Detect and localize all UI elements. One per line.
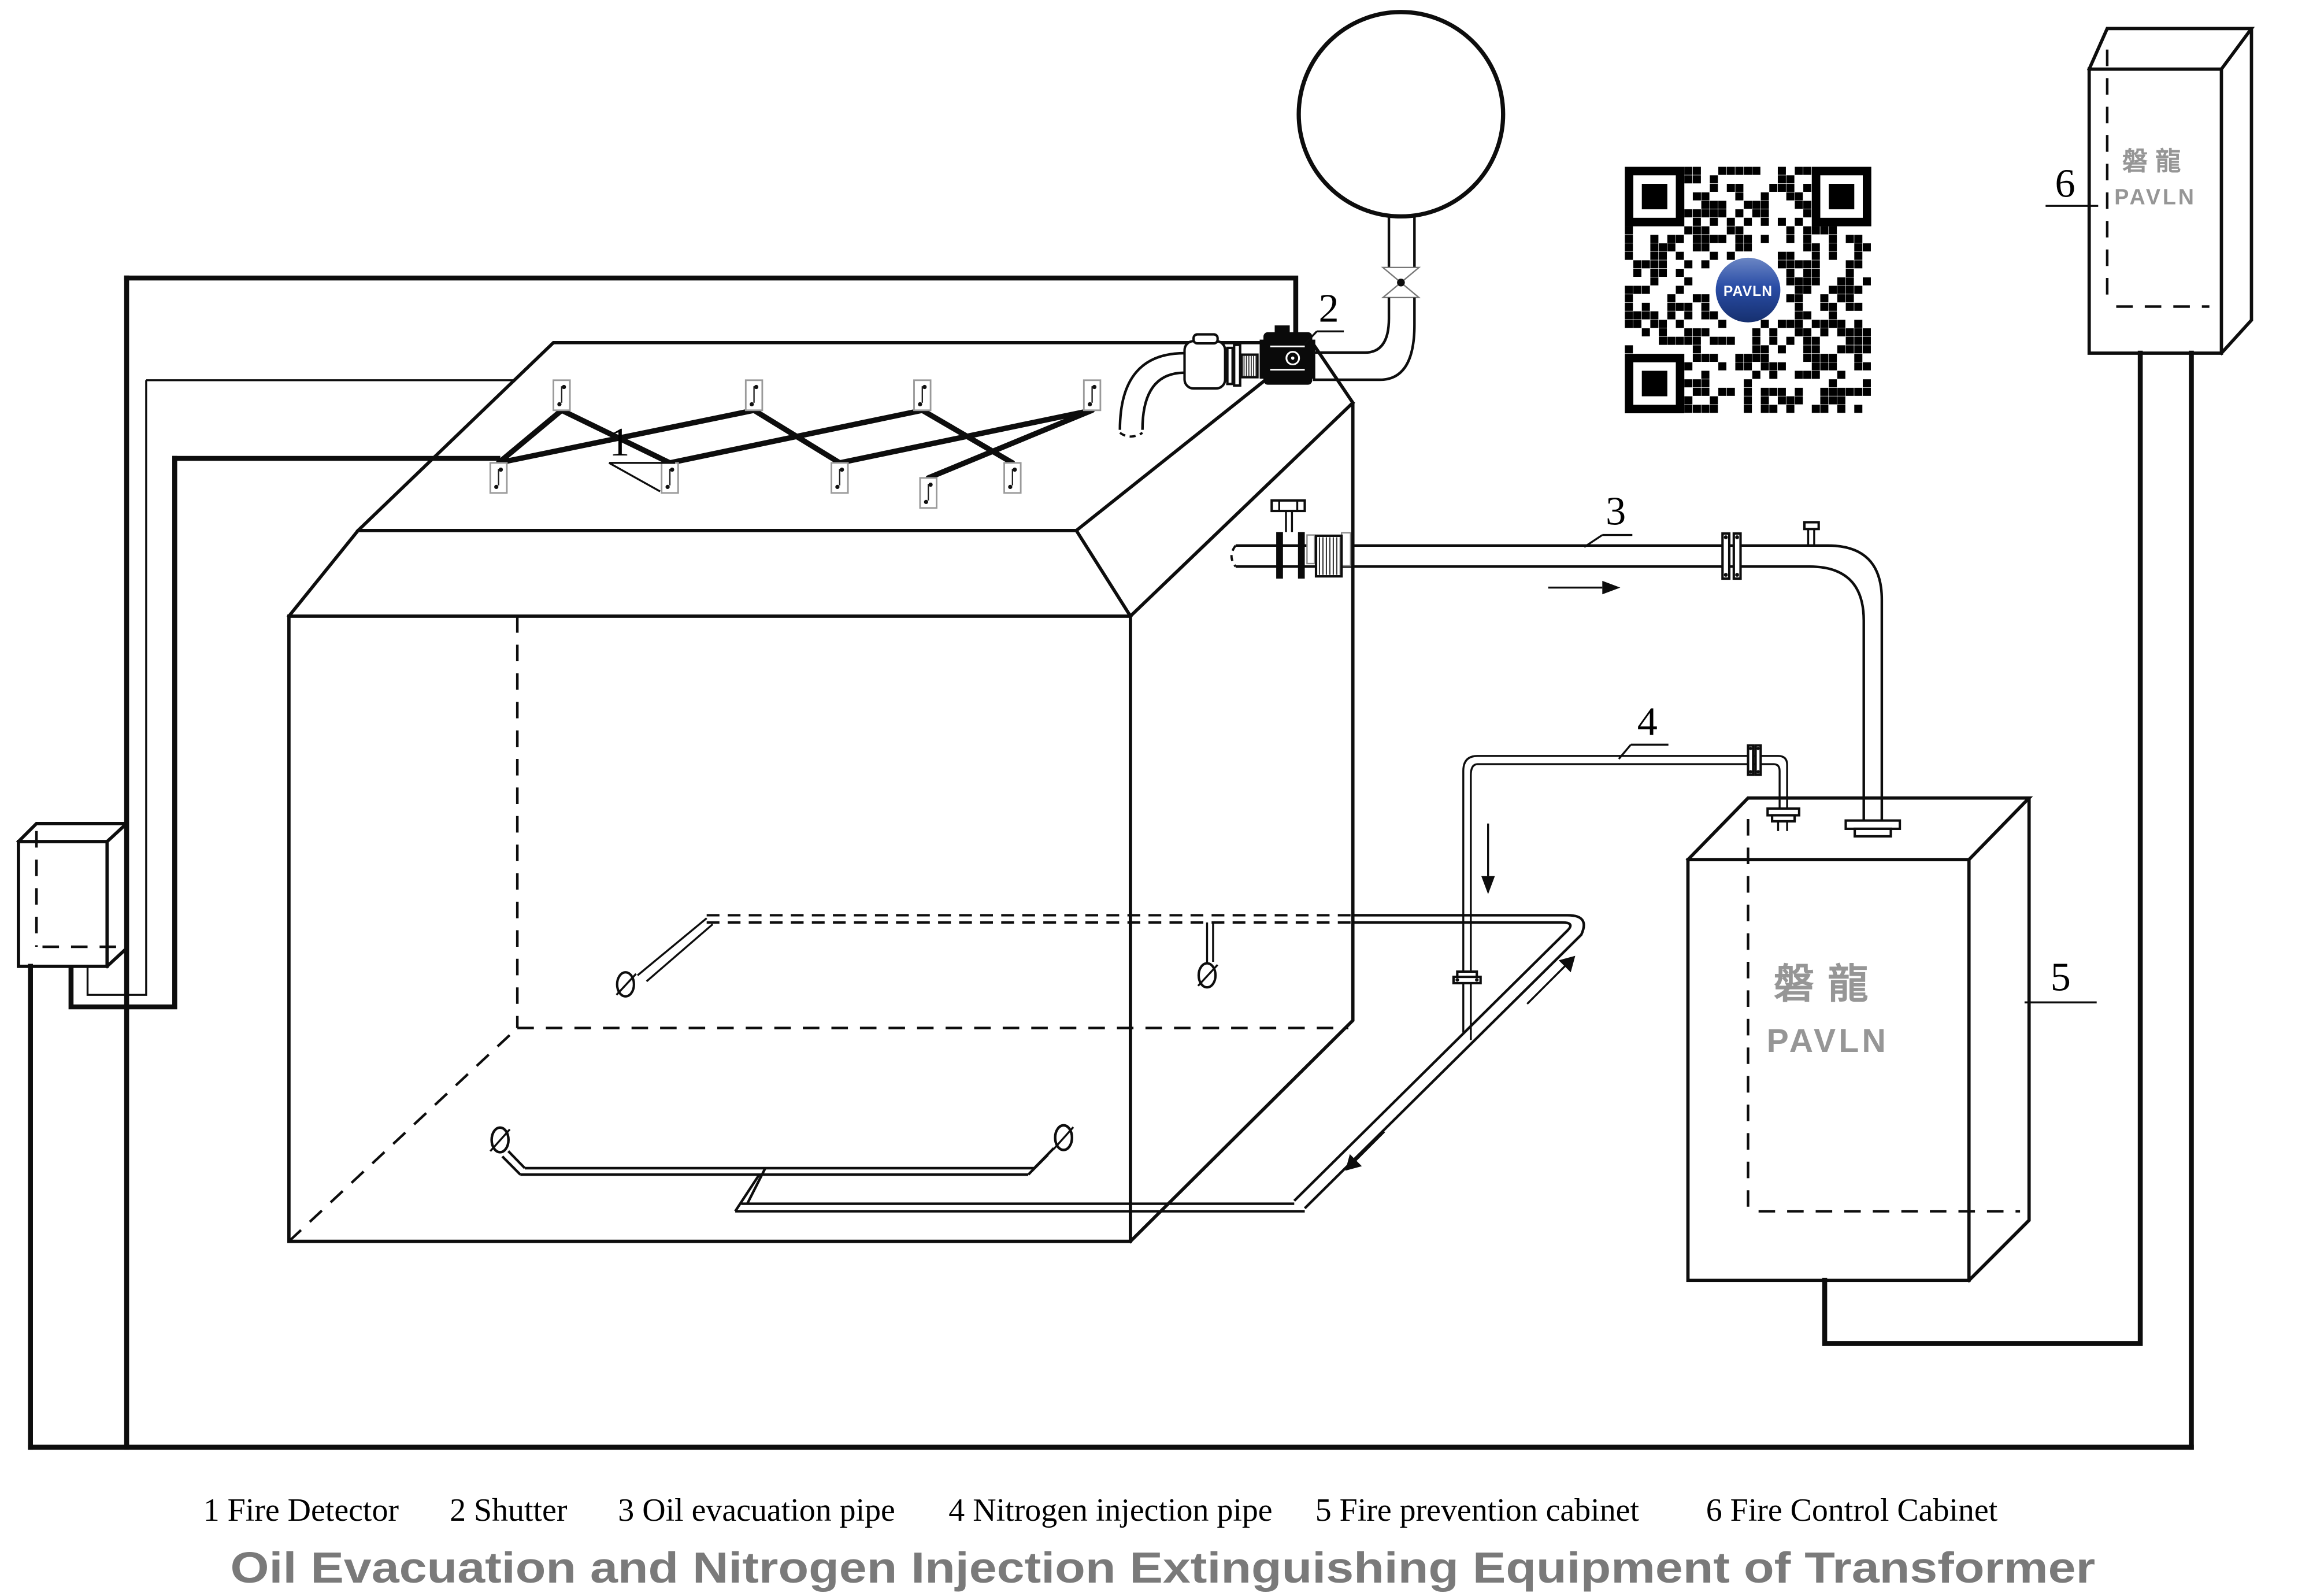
pipe-flange-pair (1721, 532, 1742, 580)
fire-detector (744, 379, 763, 412)
fire-detector-loop: 1 (489, 379, 1102, 509)
legend-item: 2 Shutter (450, 1492, 568, 1528)
tank-nozzle-body (1183, 340, 1226, 390)
detector-cable-drop (68, 455, 177, 1010)
transformer-tank (286, 340, 1355, 1244)
cabinet6-logo-en: PAVLN (2114, 185, 2196, 209)
oil-evacuation-pipe: 3 (1230, 488, 1902, 838)
lid-suction-pipe (1118, 351, 1185, 438)
tank-outlet-valve (1270, 499, 1351, 579)
callout-1-number: 1 (609, 420, 629, 465)
tank-hidden-edges (288, 616, 1348, 1243)
callout-3: 3 (1584, 488, 1633, 548)
callout-2-leader (1304, 330, 1344, 345)
callout-1-leader (608, 462, 676, 492)
vent-fitting (1803, 521, 1820, 546)
qr-code: PAVLN (1625, 166, 1871, 413)
cabinet6-front-face (2087, 67, 2223, 355)
fire-prevention-cabinet: 磐龍 PAVLN 5 (1685, 796, 2097, 1283)
junction-box (16, 821, 129, 969)
callout-1: 1 (608, 420, 676, 492)
bellows (1314, 534, 1343, 578)
control-cable-network (28, 275, 2194, 1450)
spray-nozzle (1027, 1124, 1074, 1176)
shutter-cable (124, 275, 1299, 334)
sphere-standpipe (1296, 10, 1506, 381)
callout-5: 5 (2024, 954, 2097, 1003)
legend-item: 5 Fire prevention cabinet (1315, 1492, 1640, 1528)
fire-detector (913, 379, 932, 412)
cabinet6-logo-cn: 磐龍 (2122, 147, 2188, 176)
legend-row: 1 Fire Detector 2 Shutter 3 Oil evacuati… (203, 1492, 1998, 1528)
callout-2: 2 (1304, 286, 1344, 345)
fire-detector (919, 477, 937, 509)
callout-2-number: 2 (1319, 286, 1339, 331)
fire-detector (1083, 379, 1102, 412)
cabinet5-logo-en: PAVLN (1767, 1023, 1889, 1059)
callout-3-leader (1584, 534, 1633, 548)
callout-4-number: 4 (1637, 699, 1658, 744)
gate-valve-icon (1381, 266, 1421, 298)
callout-5-number: 5 (2051, 954, 2071, 999)
nitrogen-header (616, 914, 1585, 1209)
spray-nozzle (1197, 922, 1218, 989)
tank-front-face (287, 614, 1132, 1243)
callout-6-number: 6 (2055, 161, 2075, 206)
tank-cable-drop (86, 380, 147, 996)
pipe-open-mouth (1230, 544, 1237, 568)
detector-zigzag-cable (495, 407, 1095, 481)
drawing-title: Oil Evacuation and Nitrogen Injection Ex… (231, 1543, 2096, 1592)
tank-lid (355, 340, 1315, 533)
spray-nozzle (616, 917, 714, 998)
flow-arrow-up-right (1526, 955, 1576, 1005)
flow-arrow-right (1548, 580, 1621, 595)
pipe-flange (1452, 970, 1482, 984)
cabinet5-hidden-edges (1747, 819, 2021, 1213)
cabinet5-logo-cn: 磐龍 (1774, 960, 1882, 1007)
nitrogen-injection-pipe: 4 (1452, 699, 1800, 1040)
legend-item: 1 Fire Detector (203, 1492, 399, 1528)
fire-detector (661, 462, 679, 494)
bellows (1240, 353, 1259, 379)
spray-nozzle (490, 1126, 526, 1176)
junction-box-hidden-edges (35, 831, 121, 949)
gas-sphere (1296, 10, 1506, 219)
shutter-body (1259, 325, 1315, 385)
tank-bottom-pipes (490, 1124, 1305, 1213)
callout-4: 4 (1618, 699, 1669, 760)
inline-flange (1747, 744, 1762, 776)
shutter-assembly: 2 (1183, 286, 1344, 390)
fire-detector (553, 379, 571, 412)
cabinet5-cabinet6-wire (1822, 350, 2143, 1346)
legend-item: 3 Oil evacuation pipe (618, 1492, 895, 1528)
callout-4-leader (1618, 743, 1669, 760)
legend-item: 4 Nitrogen injection pipe (948, 1492, 1272, 1528)
qr-center-logo-text: PAVLN (1723, 284, 1773, 299)
flow-arrow-down-left (1345, 1131, 1385, 1171)
cabinet6-hidden-edges (2106, 49, 2210, 308)
fire-control-cabinet: 磐龍 PAVLN 6 (2045, 27, 2255, 356)
pipe-open-mouth (1119, 432, 1143, 438)
legend-item: 6 Fire Control Cabinet (1706, 1492, 1998, 1528)
fire-detector (831, 462, 849, 494)
cabinet-inlet-flange (1844, 819, 1902, 838)
callout-3-number: 3 (1606, 488, 1626, 534)
fire-detector (1003, 462, 1022, 494)
flow-arrow-down (1481, 823, 1495, 894)
fire-detector (489, 462, 508, 494)
cabinet-inlet-connector (1766, 807, 1800, 831)
tank-right-face (1128, 340, 1355, 1244)
callout-6: 6 (2045, 161, 2099, 207)
cabinet5-front-face (1686, 858, 1971, 1283)
tank-chamfer (286, 528, 1133, 619)
qr-center-logo-badge (1715, 257, 1781, 323)
